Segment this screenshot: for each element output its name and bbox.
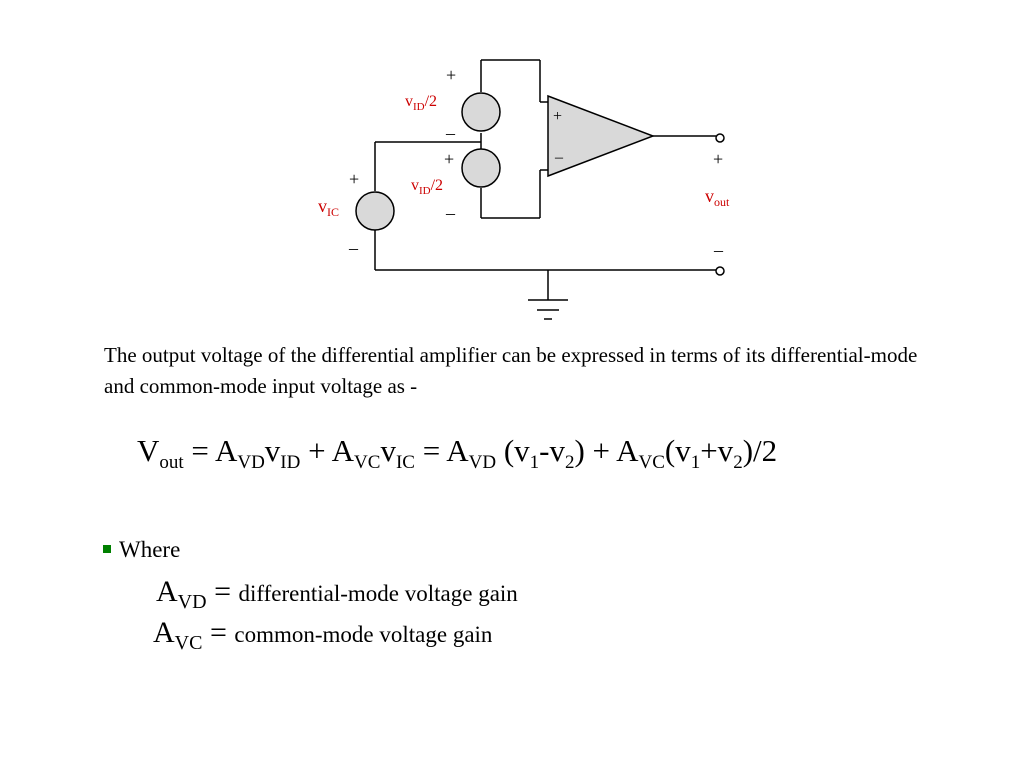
vid-half-source-bottom bbox=[461, 148, 501, 188]
vic-source bbox=[355, 191, 395, 231]
bullet-where: Where bbox=[103, 537, 180, 563]
explanation-paragraph: The output voltage of the differential a… bbox=[104, 343, 918, 398]
polarity-minus: – bbox=[445, 123, 456, 143]
definition-avd: AVD = differential-mode voltage gain bbox=[156, 575, 518, 613]
op-amp-minus-input: – bbox=[554, 149, 564, 166]
definition-avc: AVC = common-mode voltage gain bbox=[153, 616, 493, 654]
polarity-plus: + bbox=[349, 169, 359, 189]
output-voltage-equation: Vout = AVDvID + AVCvIC = AVD (v1-v2) + A… bbox=[137, 433, 778, 473]
output-plus: + bbox=[713, 149, 723, 169]
polarity-minus: – bbox=[445, 203, 456, 223]
output-terminal-negative bbox=[715, 266, 725, 276]
label-vout: vout bbox=[705, 186, 730, 209]
label-vid-half-bottom: vID/2 bbox=[411, 177, 443, 197]
op-amp-triangle bbox=[547, 94, 656, 178]
bullet-square-icon bbox=[103, 545, 111, 553]
output-terminal-positive bbox=[715, 133, 725, 143]
polarity-plus: + bbox=[444, 149, 454, 169]
definition-text: common-mode voltage gain bbox=[234, 622, 493, 647]
output-minus: – bbox=[713, 240, 724, 260]
definition-text: differential-mode voltage gain bbox=[238, 581, 518, 606]
bullet-label: Where bbox=[119, 537, 181, 562]
polarity-minus: – bbox=[348, 238, 359, 258]
label-vid-half-top: vID/2 bbox=[405, 93, 437, 113]
vid-half-source-top bbox=[461, 92, 501, 132]
differential-amplifier-schematic: + – + – + – + – + – vID/2 vID/2 vIC vout bbox=[318, 59, 730, 320]
label-vic: vIC bbox=[318, 196, 339, 219]
polarity-plus: + bbox=[446, 65, 456, 85]
op-amp-plus-input: + bbox=[553, 108, 562, 125]
